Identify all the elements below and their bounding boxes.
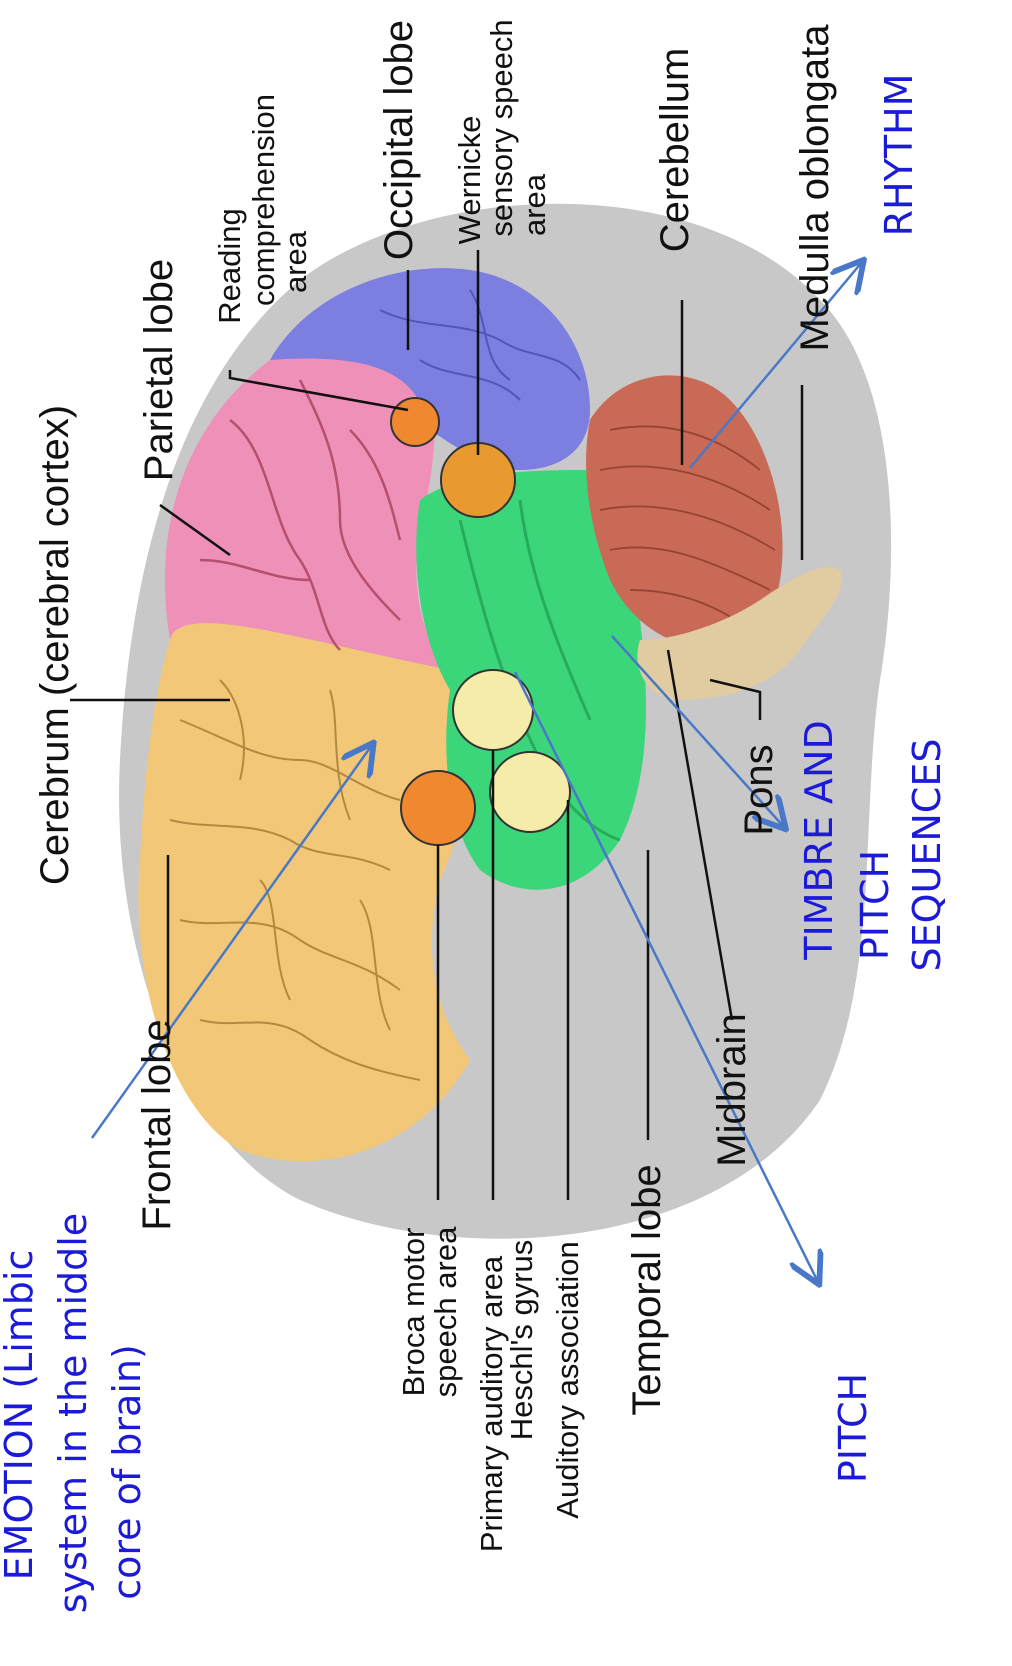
label-broca-2: speech area <box>428 1226 463 1397</box>
frontal-lobe-region <box>138 623 470 1161</box>
label-auditory-association: Auditory association <box>550 1241 585 1518</box>
annotation-timbre-1: TIMBRE AND <box>797 720 841 960</box>
auditory-association-area <box>490 752 570 832</box>
annotation-emotion-2: system in the middle <box>51 1213 95 1613</box>
label-wernicke-1: Wernicke <box>452 116 487 245</box>
annotation-pitch: PITCH <box>831 1373 875 1483</box>
annotation-timbre-2: PITCH <box>853 850 897 960</box>
label-occipital-lobe: Occipital lobe <box>377 20 421 260</box>
label-wernicke-2: sensory speech <box>484 19 519 236</box>
label-cerebellum: Cerebellum <box>653 48 697 253</box>
label-frontal-lobe: Frontal lobe <box>135 1019 179 1230</box>
label-pons: Pons <box>737 744 781 835</box>
label-reading-3: area <box>278 230 313 293</box>
label-reading-1: Reading <box>212 208 247 323</box>
annotation-emotion-1: EMOTION (Limbic <box>0 1250 41 1581</box>
label-reading-2: comprehension <box>246 94 281 306</box>
annotation-timbre-3: SEQUENCES <box>905 739 949 972</box>
label-broca-1: Broca motor <box>396 1228 431 1397</box>
label-medulla: Medulla oblongata <box>793 24 837 352</box>
broca-area <box>401 771 475 845</box>
annotation-emotion-3: core of brain) <box>105 1344 149 1600</box>
label-midbrain: Midbrain <box>710 1013 754 1166</box>
reading-comprehension-area <box>391 398 439 446</box>
label-cerebrum: Cerebrum (cerebral cortex) <box>33 405 77 885</box>
annotation-rhythm: RHYTHM <box>877 74 921 237</box>
label-temporal-lobe: Temporal lobe <box>625 1164 669 1415</box>
label-primary-auditory-2: Heschl's gyrus <box>504 1240 539 1441</box>
label-wernicke-3: area <box>517 173 552 236</box>
label-parietal-lobe: Parietal lobe <box>137 259 181 481</box>
